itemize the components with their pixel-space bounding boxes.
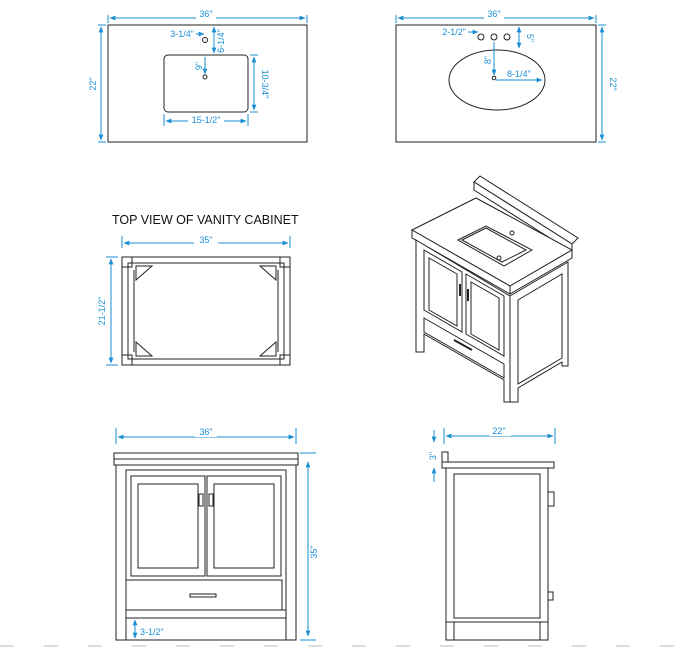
- dim-front-width: 36": [199, 427, 212, 437]
- oval-sink-bowl: [448, 49, 546, 111]
- countertop-outline: [107, 24, 308, 143]
- drain-hole: [202, 74, 208, 80]
- side-panel: [445, 467, 549, 641]
- countertop-oval-sink-view: 36" 22" 2-1/2" 5" 8" 8-1/4": [395, 9, 618, 143]
- drain-hole: [491, 75, 497, 81]
- dim-top-thickness: 3": [428, 452, 438, 460]
- dim-toe-kick: 3-1/2": [140, 627, 164, 637]
- dim-cabinet-depth: 21-1/2": [97, 297, 107, 326]
- vanity-isometric-view: [410, 175, 579, 403]
- side-countertop: [441, 461, 555, 469]
- dim-side-depth: 22": [492, 426, 505, 436]
- faucet-hole: [202, 37, 208, 43]
- left-door: [130, 475, 206, 577]
- front-drawer: [125, 579, 283, 611]
- dim-sink-width: 15-1/2": [192, 115, 221, 125]
- right-door: [206, 475, 282, 577]
- dim-countertop-width: 36": [199, 9, 212, 19]
- dim-sink-depth: 10-3/4": [260, 70, 270, 99]
- faucet-hole-center: [490, 33, 498, 41]
- dim-faucet-spacing: 2-1/2": [442, 27, 466, 37]
- dim-bowl-radius: 8-1/4": [507, 69, 531, 79]
- dim-countertop-width: 36": [487, 9, 500, 19]
- cabinet-inner-frame: [127, 262, 285, 360]
- dim-drain-position: 9": [194, 62, 204, 70]
- cabinet-top-view: TOP VIEW OF VANITY CABINET 35" 21-1/2": [97, 213, 299, 366]
- faucet-hole-right: [503, 33, 511, 41]
- front-cabinet-body: [115, 464, 297, 641]
- dim-front-height: 35": [309, 545, 319, 558]
- rectangular-sink-bowl: [163, 54, 249, 113]
- dim-countertop-depth: 22": [88, 77, 98, 90]
- cabinet-outer-frame: [121, 256, 291, 366]
- vanity-side-view: 22" 3": [428, 426, 556, 641]
- dim-cabinet-width: 35": [199, 235, 212, 245]
- faucet-hole-left: [477, 33, 485, 41]
- dim-faucet-to-edge: 5": [525, 34, 535, 42]
- dim-faucet-offset: 3-1/4": [170, 29, 194, 39]
- countertop-rectangular-sink-view: 36" 22" 3-1/4" 6-1/4" 9" 10-3/4" 15-1/2": [88, 9, 308, 143]
- cabinet-top-view-title: TOP VIEW OF VANITY CABINET: [112, 213, 299, 227]
- countertop-outline: [395, 24, 597, 143]
- vanity-front-view: 36" 35" 3-1/2": [113, 427, 319, 641]
- dim-faucet-to-sink: 6-1/4": [216, 29, 226, 53]
- dim-countertop-depth: 22": [608, 77, 618, 90]
- dim-drain-position: 8": [483, 56, 493, 64]
